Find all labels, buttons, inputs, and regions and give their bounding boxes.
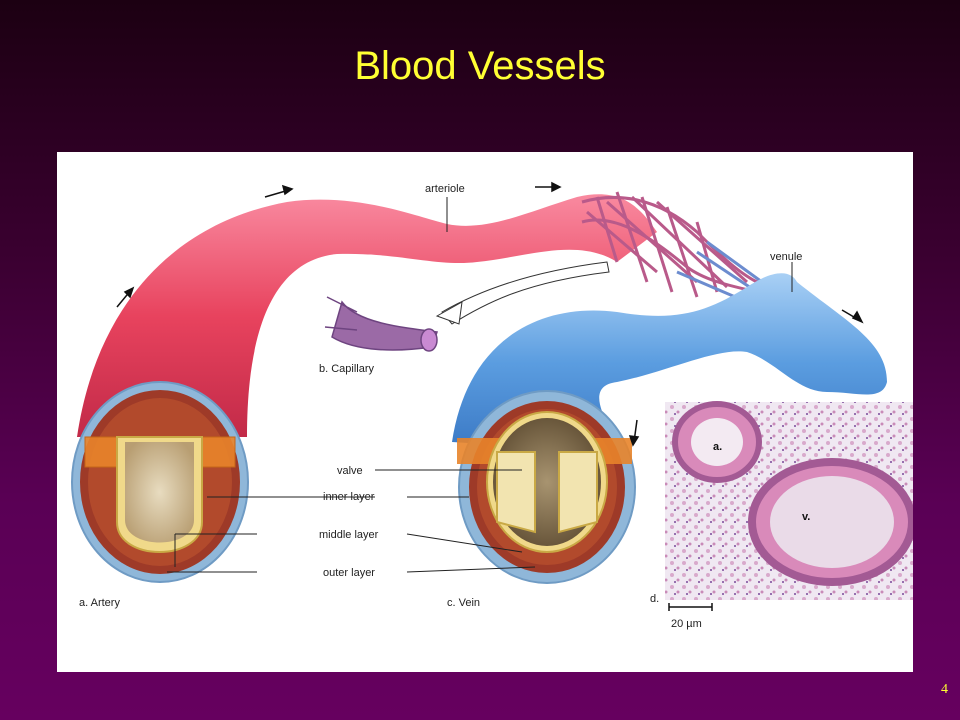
capillary-closeup: [324, 296, 439, 352]
flow-arrows: [116, 181, 864, 447]
micrograph: [665, 401, 913, 611]
label-outer-layer: outer layer: [323, 567, 375, 579]
artery-cross-section: [71, 381, 249, 583]
page-number: 4: [941, 682, 948, 697]
blood-vessel-diagram: arteriole venule b. Capillary valve inne…: [71, 181, 913, 630]
label-micrograph-panel: d.: [650, 593, 659, 605]
label-middle-layer: middle layer: [319, 529, 379, 541]
label-inner-layer: inner layer: [323, 491, 375, 503]
label-scale-bar: 20 µm: [671, 618, 702, 630]
vein-cross-section: [457, 390, 636, 584]
valve-flap-right: [558, 451, 598, 534]
label-artery: a. Artery: [79, 597, 120, 609]
slide-title: Blood Vessels: [354, 44, 606, 88]
capillary-bed: [581, 191, 758, 298]
valve-flap-left: [496, 451, 536, 534]
leader-lines: [167, 197, 793, 573]
label-micro-vein: v.: [802, 511, 810, 523]
artery-body: [77, 194, 657, 437]
label-capillary: b. Capillary: [319, 363, 375, 375]
figure-panel: arteriole venule b. Capillary valve inne…: [57, 152, 913, 672]
label-micro-artery: a.: [713, 441, 722, 453]
label-venule: venule: [770, 251, 802, 263]
label-arteriole: arteriole: [425, 183, 465, 195]
label-vein: c. Vein: [447, 597, 480, 609]
zoom-arrow-head: [435, 301, 463, 325]
label-valve: valve: [337, 465, 363, 477]
